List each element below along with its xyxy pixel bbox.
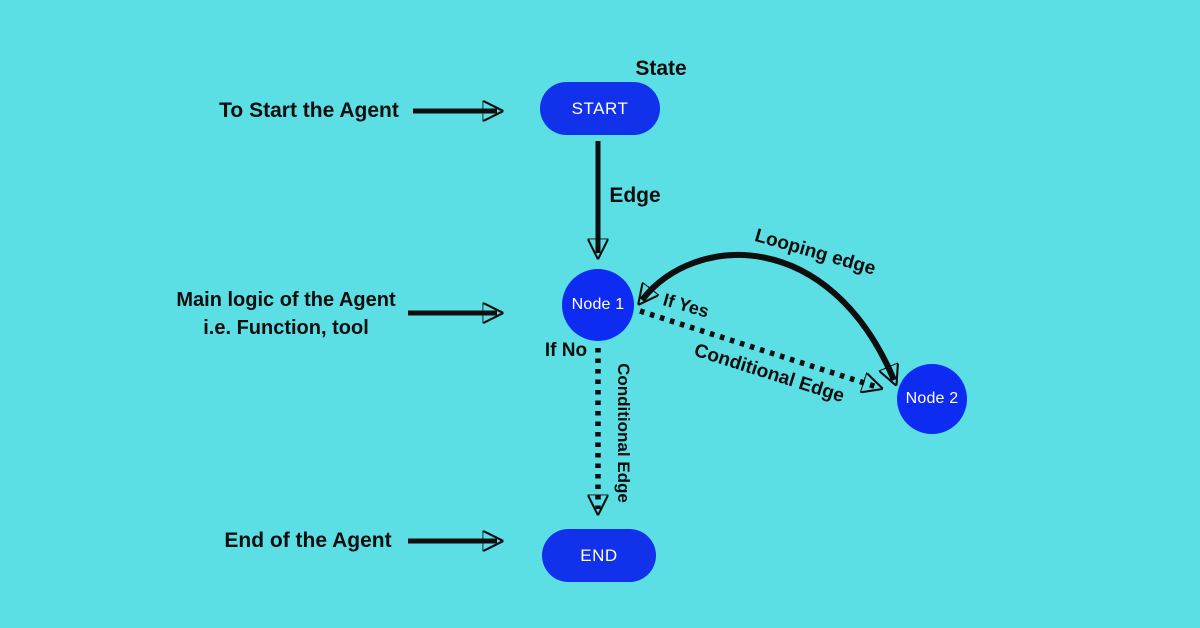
looping-edge-node2-to-node1	[642, 252, 894, 380]
main-logic-annotation: Main logic of the Agent i.e. Function, t…	[176, 286, 395, 342]
if-no-label: If No	[544, 340, 588, 361]
conditional-edge-vertical-label: Conditional Edge	[614, 363, 633, 503]
node-2-label: Node 2	[905, 390, 959, 407]
start-node: START	[540, 82, 660, 135]
end-node-label: END	[580, 545, 618, 565]
main-logic-line1: Main logic of the Agent	[176, 289, 396, 311]
node-1-label: Node 1	[571, 296, 625, 313]
node-2: Node 2	[897, 364, 967, 434]
start-node-label: START	[571, 98, 629, 118]
end-node: END	[542, 529, 656, 582]
edge-label: Edge	[609, 184, 661, 207]
main-logic-line2: i.e. Function, tool	[203, 317, 369, 339]
node-1: Node 1	[562, 269, 634, 341]
end-of-agent-annotation: End of the Agent	[224, 529, 392, 552]
to-start-annotation: To Start the Agent	[219, 99, 399, 122]
state-label: State	[635, 57, 687, 80]
